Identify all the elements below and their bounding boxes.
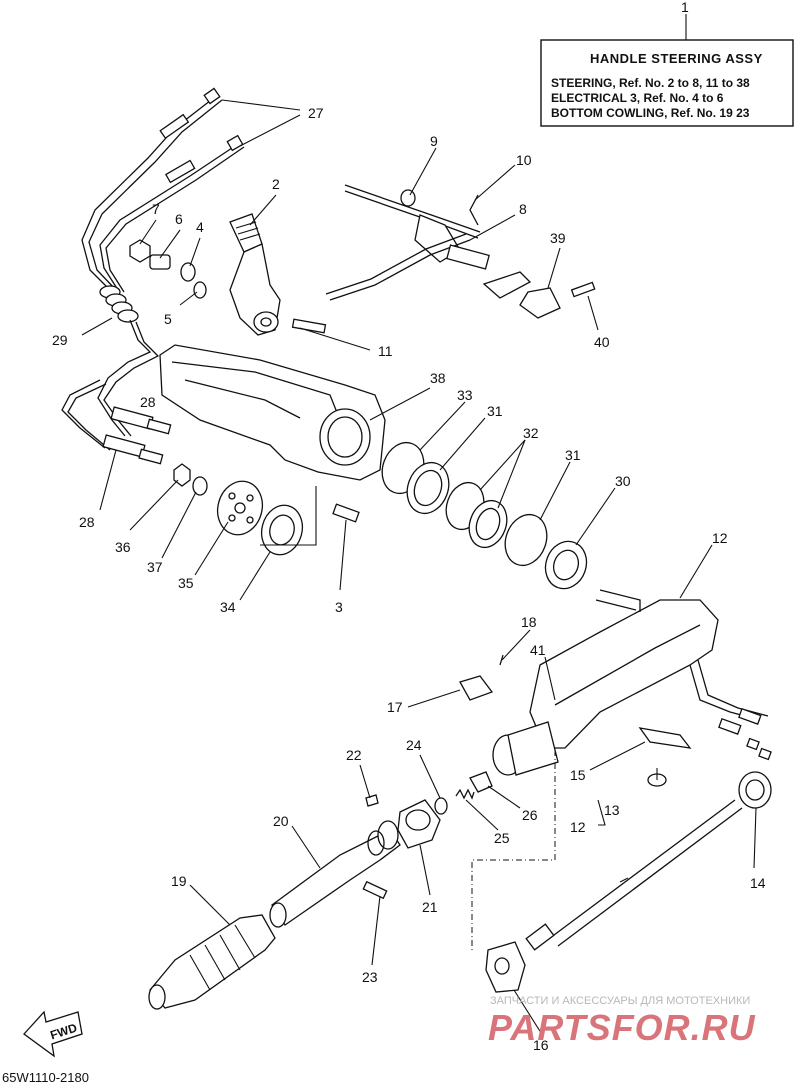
callout-7: 7 [152,201,160,217]
callout-15: 15 [570,767,586,783]
legend-line-bottom-cowling: BOTTOM COWLING, Ref. No. 19 23 [551,106,750,120]
callout-12-ref: 12 [570,819,586,835]
callout-19: 19 [171,873,187,889]
throttle-shift-cables [61,87,245,465]
callout-3: 3 [335,599,343,615]
callout-8: 8 [519,201,527,217]
legend-title: HANDLE STEERING ASSY [590,51,763,66]
callout-4: 4 [196,219,204,235]
callout-9: 9 [430,133,438,149]
callout-39: 39 [550,230,566,246]
callout-22: 22 [346,747,362,763]
callout-28-lower: 28 [79,514,95,530]
callout-2: 2 [272,176,280,192]
callout-40: 40 [594,334,610,350]
callout-13: 13 [604,802,620,818]
steering-handle-body [159,318,386,481]
callout-14: 14 [750,875,766,891]
callout-30: 30 [615,473,631,489]
callout-33: 33 [457,387,473,403]
legend-box: HANDLE STEERING ASSY STEERING, Ref. No. … [540,14,794,127]
shift-rod-assembly [325,184,596,319]
callout-11: 11 [378,343,393,359]
legend-line-electrical: ELECTRICAL 3, Ref. No. 4 to 6 [551,91,724,105]
throttle-grip-assembly [148,771,493,1010]
steering-bracket [459,589,772,950]
callout-labels: 1 2 3 4 5 6 7 8 9 10 11 12 12 13 14 15 1… [52,0,766,1053]
legend-line-steering: STEERING, Ref. No. 2 to 8, 11 to 38 [551,76,750,90]
watermark-brand: PARTSFOR.RU [488,1007,756,1048]
callout-16: 16 [533,1037,549,1053]
leader-lines [81,99,757,1037]
callout-26: 26 [522,807,538,823]
friction-rings [173,441,588,590]
callout-23: 23 [362,969,378,985]
callout-27: 27 [308,105,324,121]
callout-17: 17 [387,699,403,715]
shaft-coupling [485,941,526,993]
callout-21: 21 [422,899,438,915]
callout-20: 20 [273,813,289,829]
callout-34: 34 [220,599,236,615]
callout-25: 25 [494,830,510,846]
callout-29: 29 [52,332,68,348]
callout-31-lower: 31 [565,447,581,463]
callout-5: 5 [164,311,172,327]
callout-38: 38 [430,370,446,386]
callout-41: 41 [530,642,546,658]
steering-shaft [525,771,772,951]
callout-10: 10 [516,152,532,168]
callout-1: 1 [681,0,689,15]
diagram-code: 65W1110-2180 [2,1070,89,1085]
callout-24: 24 [406,737,422,753]
callout-12-bracket: 12 [712,530,728,546]
lever-assembly [229,213,281,336]
callout-6: 6 [175,211,183,227]
small-hardware [129,239,207,299]
callout-31-upper: 31 [487,403,503,419]
callout-18: 18 [521,614,537,630]
callout-37: 37 [147,559,163,575]
callout-36: 36 [115,539,131,555]
watermark-tagline: ЗАПЧАСТИ И АКСЕССУАРЫ ДЛЯ МОТОТЕХНИКИ [490,995,750,1007]
callout-28-upper: 28 [140,394,156,410]
callout-35: 35 [178,575,194,591]
callout-32: 32 [523,425,539,441]
watermark: ЗАПЧАСТИ И АКСЕССУАРЫ ДЛЯ МОТОТЕХНИКИ PA… [488,995,756,1048]
fwd-arrow: FWD [23,1010,83,1058]
